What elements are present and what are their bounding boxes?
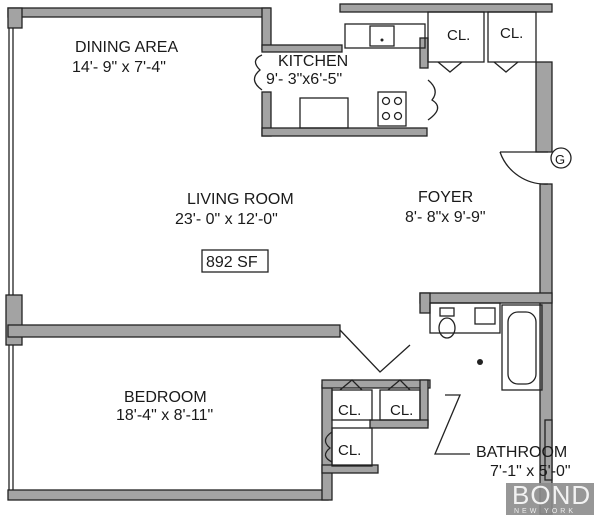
logo-sub: NEW YORK xyxy=(514,508,576,515)
closet-label: CL. xyxy=(500,25,523,42)
living-room-size: 23'- 0" x 12'-0" xyxy=(175,211,278,228)
bathroom-size: 7'-1" x 5'-0" xyxy=(490,463,571,480)
kitchen-door-icon xyxy=(427,79,439,121)
area-label: 892 SF xyxy=(206,254,258,271)
entry-marker-icon xyxy=(550,147,572,169)
closet-label: CL. xyxy=(338,402,361,419)
closets-bottom xyxy=(324,379,470,467)
closet-label: CL. xyxy=(447,27,470,44)
living-room-label: LIVING ROOM xyxy=(187,191,294,208)
kitchen-label: KITCHEN xyxy=(278,53,348,70)
entry-marker: G xyxy=(555,152,565,167)
bedroom-label: BEDROOM xyxy=(124,389,207,406)
entry-door[interactable] xyxy=(499,147,572,185)
bedroom-door-icon xyxy=(339,329,411,373)
counter xyxy=(299,97,349,129)
sink-icon xyxy=(369,25,395,47)
bond-logo: BOND NEW YORK xyxy=(506,480,594,515)
window-left xyxy=(8,28,14,490)
bathroom-label: BATHROOM xyxy=(476,444,567,461)
bedroom-size: 18'-4" x 8'-11" xyxy=(116,407,213,424)
closet-label: CL. xyxy=(338,442,361,459)
area-box xyxy=(201,249,269,273)
foyer-size: 8'- 8"x 9'-9" xyxy=(405,209,486,226)
closets-top xyxy=(427,11,537,73)
toilet-icon xyxy=(438,317,456,339)
bathroom-fixtures xyxy=(429,302,543,391)
kitchen-size: 9'- 3"x6'-5" xyxy=(266,71,342,88)
dining-area-label: DINING AREA xyxy=(75,39,178,56)
dining-area-size: 14'- 9" x 7'-4" xyxy=(72,59,166,76)
kitchen-fixtures xyxy=(253,23,439,129)
walls xyxy=(5,3,553,515)
stove-icon xyxy=(377,91,407,127)
closet-label: CL. xyxy=(390,402,413,419)
logo-name: BOND xyxy=(512,480,591,510)
kitchen-door-icon xyxy=(253,54,263,91)
foyer-label: FOYER xyxy=(418,189,473,206)
bathtub-icon xyxy=(501,304,543,391)
bathroom-sink-icon xyxy=(474,307,496,325)
